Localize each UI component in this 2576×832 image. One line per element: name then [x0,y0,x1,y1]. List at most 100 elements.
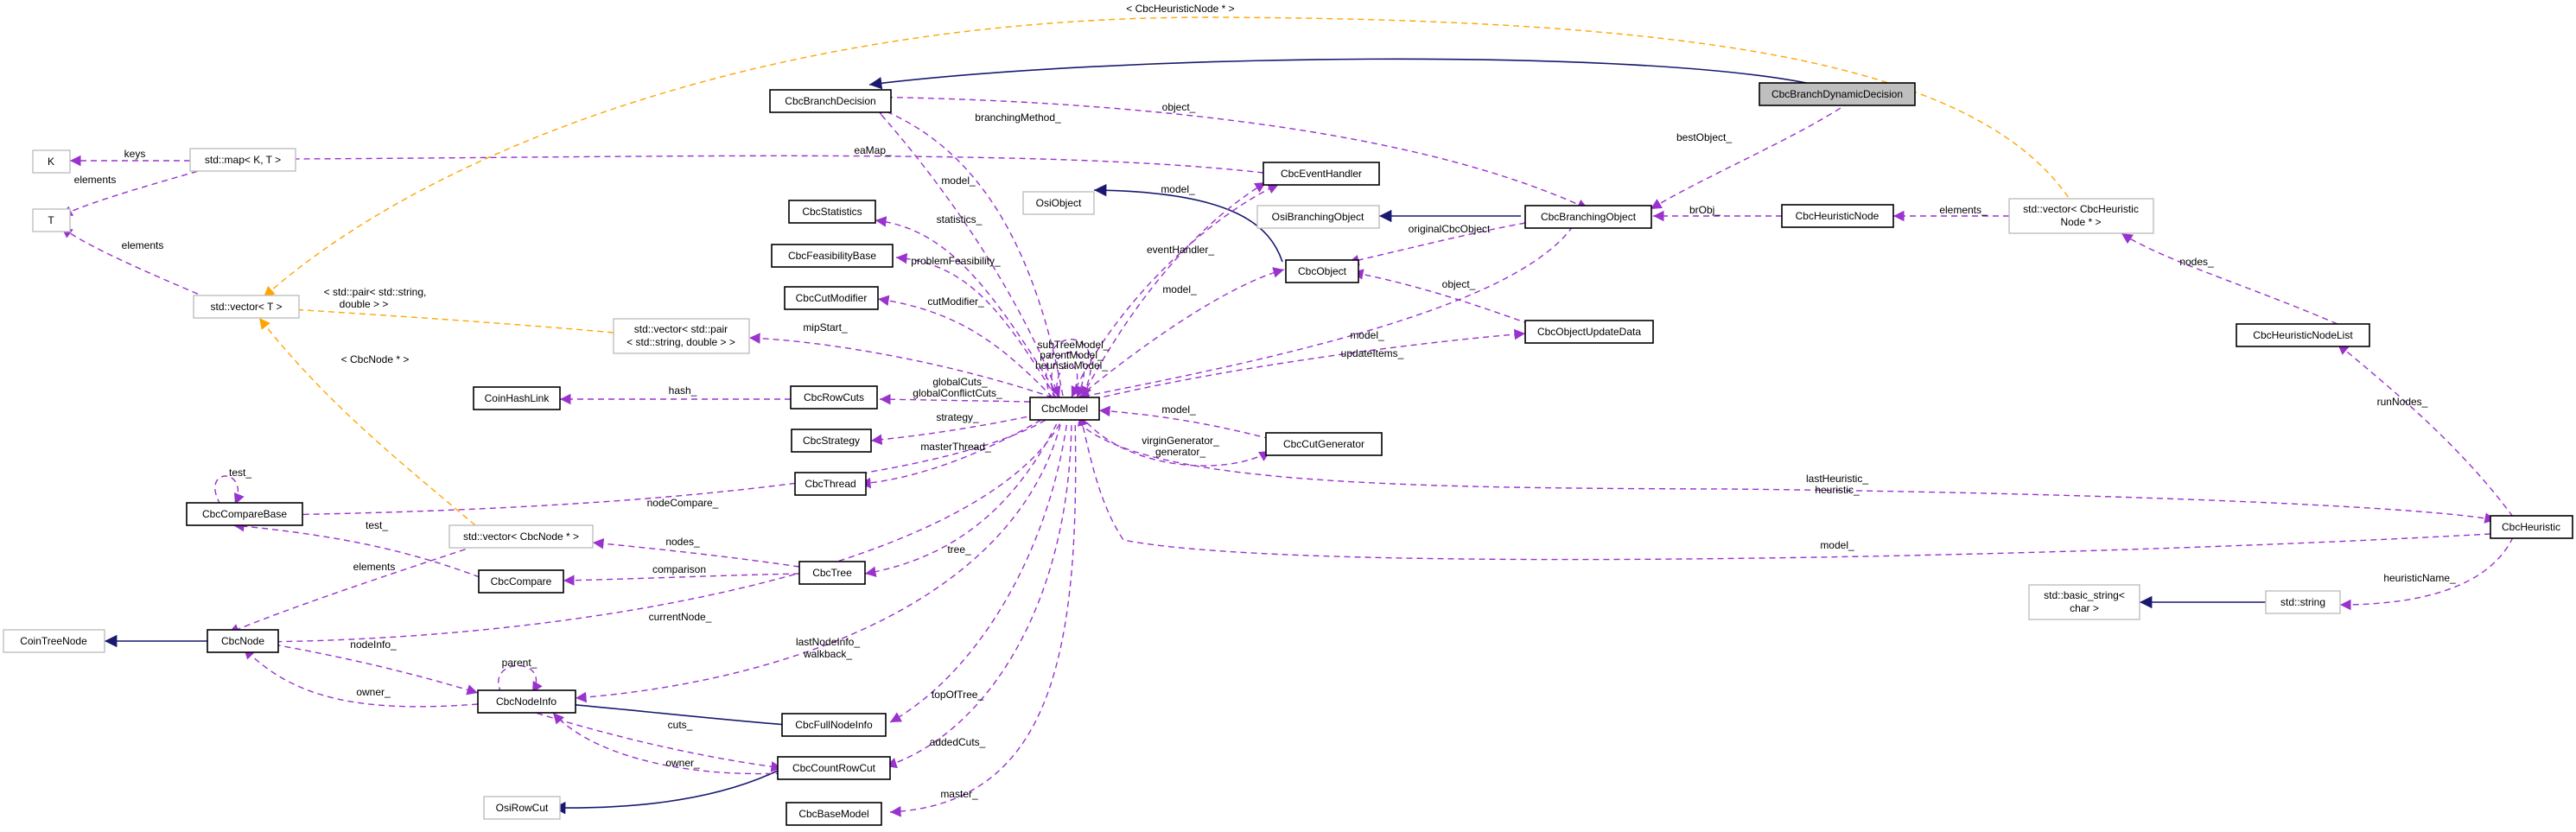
class-node-label: CbcCountRowCut [792,762,876,774]
class-node-label: OsiObject [1036,197,1082,209]
edge-label: parent_ [502,657,537,669]
class-node-cbc-tree[interactable]: CbcTree [798,561,866,585]
class-node-label: CbcCompare [491,575,552,587]
class-node-cbc-object-update-data[interactable]: CbcObjectUpdateData [1524,320,1654,344]
class-node-label: CbcTree [812,567,852,579]
edge-nodes-heur [2121,232,2338,325]
edge-owner-cut [552,712,783,775]
class-node-vector-cbc-node[interactable]: std::vector< CbcNode * > [448,524,594,549]
class-node-cbc-cut-generator[interactable]: CbcCutGenerator [1265,432,1383,456]
edge-label: double > > [340,298,389,310]
edge-label: walkback_ [803,648,852,660]
edge-label: parentModel_ [1040,349,1104,361]
edge-parent [498,664,543,694]
edge-label: heuristicModel_ [1035,359,1108,372]
edge-object [855,96,1589,210]
class-node-cbc-branch-decision[interactable]: CbcBranchDecision [769,89,892,113]
class-node-cbc-statistics[interactable]: CbcStatistics [788,200,876,224]
class-node-label: OsiRowCut [496,802,549,814]
class-node-std-basic-string[interactable]: std::basic_string< char > [2028,584,2140,620]
edge-label: object_ [1162,101,1196,113]
class-node-cbc-heuristic-node-list[interactable]: CbcHeuristicNodeList [2236,323,2370,347]
edge-branching-method [872,105,1064,397]
edge-self-model-c [1046,339,1092,400]
class-node-label: CbcEventHandler [1281,168,1362,180]
class-node-label: CbcCutModifier [796,292,868,304]
class-node-cbc-compare-base[interactable]: CbcCompareBase [186,502,303,526]
class-node-label: std::vector< std::pair [634,323,728,335]
class-node-label: CbcRowCuts [804,391,864,403]
edge-label: model_ [1161,403,1196,416]
edge-elements-vect [60,226,208,299]
edge-decision-inherit [868,58,1816,90]
edge-model-heuristic [1077,414,2491,561]
class-node-label: char > [2070,602,2099,614]
class-node-label: Node * > [2060,216,2101,228]
edge-strategy [870,414,1038,446]
class-node-cbc-compare[interactable]: CbcCompare [478,569,564,594]
class-node-osi-branching-object[interactable]: OsiBranchingObject [1256,205,1380,229]
class-node-map-k-t[interactable]: std::map< K, T > [189,148,296,172]
edge-label: cuts_ [668,719,693,731]
class-node-cbc-feasibility-base[interactable]: CbcFeasibilityBase [771,244,894,268]
class-node-label: CoinTreeNode [20,635,87,647]
class-node-label: CbcObjectUpdateData [1537,326,1641,338]
class-node-cbc-branching-object[interactable]: CbcBranchingObject [1524,205,1652,229]
class-node-cbc-node-info[interactable]: CbcNodeInfo [477,689,576,714]
edge-label: owner_ [665,757,700,769]
edge-label: topOfTree_ [932,689,984,701]
class-node-label: CbcBranchDynamicDecision [1771,88,1903,100]
edge-label: addedCuts_ [930,736,986,748]
edge-label: hash_ [669,384,697,397]
class-node-cbc-heuristic-node[interactable]: CbcHeuristicNode [1781,204,1894,228]
edge-model-branching [1078,225,1574,401]
class-node-t[interactable]: T [32,208,71,232]
edge-label: tree_ [947,543,971,556]
edge-label: masterThread_ [920,441,991,453]
edge-object-update [1352,269,1530,325]
class-node-cbc-node[interactable]: CbcNode [207,629,279,653]
edge-elements-map [60,168,208,217]
class-node-cbc-branch-dynamic-decision[interactable]: CbcBranchDynamicDecision [1759,82,1916,106]
class-node-coin-hash-link[interactable]: CoinHashLink [473,386,561,410]
class-node-label: CbcFeasibilityBase [788,250,876,262]
class-node-cbc-thread[interactable]: CbcThread [794,472,867,496]
class-node-cbc-count-row-cut[interactable]: CbcCountRowCut [777,756,891,780]
edge-last-heuristic [1071,414,2496,524]
edge-cuts [526,709,783,772]
class-node-label: std::vector< T > [211,301,283,313]
class-node-coin-tree-node[interactable]: CoinTreeNode [3,629,105,653]
class-node-cbc-event-handler[interactable]: CbcEventHandler [1263,162,1380,186]
class-node-cbc-full-node-info[interactable]: CbcFullNodeInfo [781,713,887,737]
edge-nodes [592,537,800,568]
class-node-label: CbcCompareBase [202,508,287,520]
class-node-cbc-object[interactable]: CbcObject [1285,259,1359,283]
edge-label: originalCbcObject [1409,223,1491,235]
edge-current-node [253,414,1065,648]
edge-label: master_ [940,788,978,800]
edge-label: model_ [1161,183,1195,195]
class-node-cbc-row-cuts[interactable]: CbcRowCuts [790,385,878,410]
class-node-vector-cbc-heuristic-node[interactable]: std::vector< CbcHeuristic Node * > [2008,198,2154,234]
class-node-osi-row-cut[interactable]: OsiRowCut [483,796,561,820]
class-node-vector-t[interactable]: std::vector< T > [193,295,300,319]
class-node-k[interactable]: K [32,149,71,174]
class-node-osi-object[interactable]: OsiObject [1022,191,1095,215]
edge-label: statistics_ [937,213,983,225]
class-node-cbc-model[interactable]: CbcModel [1029,397,1100,421]
class-node-cbc-base-model[interactable]: CbcBaseModel [786,802,882,826]
class-node-cbc-strategy[interactable]: CbcStrategy [791,429,872,453]
class-node-std-string[interactable]: std::string [2265,590,2341,614]
class-node-cbc-heuristic[interactable]: CbcHeuristic [2490,515,2573,539]
edge-label: virginGenerator_ [1142,435,1219,447]
edge-elements-node [227,545,476,634]
class-node-label: < std::string, double > > [627,336,735,348]
edge-label: model_ [1350,329,1384,341]
edge-model-object [1078,267,1285,398]
edge-label: elements [74,174,117,186]
class-node-cbc-cut-modifier[interactable]: CbcCutModifier [784,286,879,310]
class-node-vector-pair[interactable]: std::vector< std::pair < std::string, do… [613,318,750,354]
edge-statistics [875,216,1060,398]
class-node-label: CbcModel [1041,403,1088,415]
